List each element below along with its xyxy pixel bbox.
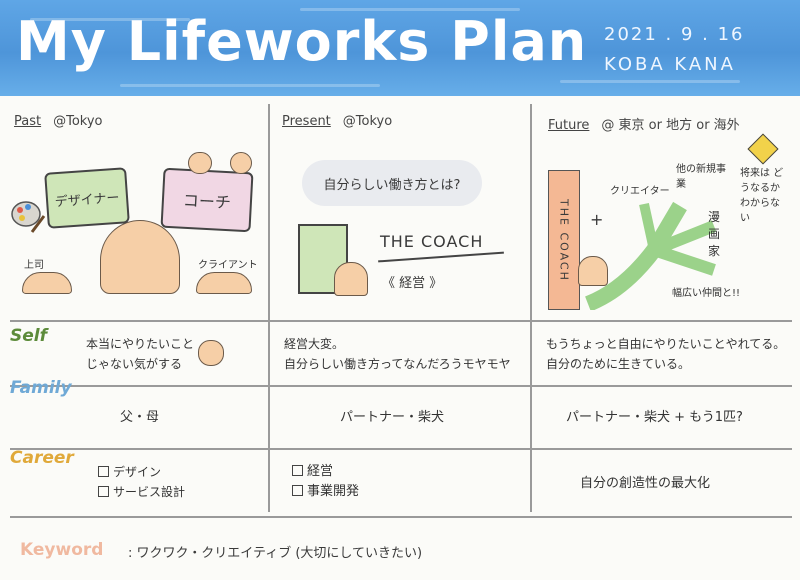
career-present: 経営 事業開発 [292,462,359,502]
column-location: @ 東京 or 地方 or 海外 [601,118,740,133]
row-label-family: Family [10,378,72,398]
character-future [578,256,608,286]
character-small [188,152,212,174]
plus-icon: + [590,210,604,229]
cell-line: じゃない気がする [86,357,183,371]
column-header-future: Future @ 東京 or 地方 or 海外 [548,114,740,133]
column-divider [530,104,532,512]
character-thinking [198,340,224,366]
family-future: パートナー・柴犬 + もう1匹? [566,410,743,425]
cell-line: 自分らしい働き方ってなんだろうモヤモヤ [284,357,511,371]
column-header-past: Past @Tokyo [14,114,103,129]
character-boss [22,272,72,294]
water-streak [120,84,380,87]
self-present: 経営大変。 自分らしい働き方ってなんだろうモヤモヤ [284,334,511,374]
author-name: KOBA KANA [604,54,736,75]
creator-label: クリエイター [610,186,670,197]
role-label: 《 経営 》 [382,276,443,291]
checklist-label: 経営 [307,464,334,479]
checkbox-icon [98,466,109,477]
question-icon [747,133,779,165]
character-present [334,262,368,296]
checkbox-icon [292,465,303,476]
family-past: 父・母 [120,410,160,425]
column-header-present: Present @Tokyo [282,114,392,129]
sign-coach: コーチ [160,167,254,233]
checkbox-icon [98,486,109,497]
palette-icon [11,201,46,233]
column-label: Past [14,114,42,129]
checklist-label: サービス設計 [113,485,186,499]
coach-label: THE COACH [380,232,484,251]
header-banner: My Lifeworks Plan 2021 . 9 . 16 KOBA KAN… [0,0,800,96]
water-streak [30,18,190,21]
row-label-self: Self [10,326,47,346]
cell-line: 経営大変。 [284,337,345,351]
growth-arrows [584,201,717,310]
boss-label: 上司 [24,260,44,271]
checkbox-icon [292,485,303,496]
character-client [196,272,252,294]
client-label: クライアント [198,260,258,271]
building-icon [298,224,348,294]
manga-label: 漫画家 [708,210,721,258]
column-location: @Tokyo [53,114,103,129]
coach-banner: THE COACH [548,170,580,310]
cell-line: 自分のために生きている。 [546,357,691,371]
self-future: もうちょっと自由にやりたいことやれてる。 自分のために生きている。 [546,334,785,374]
arrow-line [378,251,504,262]
cell-line: 本当にやりたいこと [86,337,195,351]
friends-label: 幅広い仲間と!! [672,288,741,299]
plan-date: 2021 . 9 . 16 [604,24,745,45]
checklist-item: サービス設計 [98,482,185,502]
water-streak [300,8,520,11]
character-small [230,152,252,174]
page-title: My Lifeworks Plan [16,10,588,73]
checklist-item: デザイン [98,462,185,482]
career-future: 自分の創造性の最大化 [580,476,711,491]
career-past: デザイン サービス設計 [98,462,185,502]
self-past: 本当にやりたいこと じゃない気がする [86,334,194,374]
column-location: @Tokyo [342,114,393,129]
checklist-label: 事業開発 [307,484,360,499]
thought-bubble: 自分らしい働き方とは? [302,160,482,206]
water-streak [560,80,740,83]
cell-line: もうちょっと自由にやりたいことやれてる。 [546,337,786,351]
row-label-career: Career [10,448,74,468]
row-divider [10,516,792,518]
checklist-label: デザイン [113,465,162,479]
column-label: Future [548,118,590,133]
future-unknown-label: 将来は どうなるか わからない [740,168,784,224]
checklist-item: 経営 [292,462,359,482]
row-divider [10,320,792,322]
column-divider [268,104,270,512]
row-divider [10,448,792,450]
character-main [100,220,180,294]
family-present: パートナー・柴犬 [340,410,445,425]
column-label: Present [282,114,331,129]
new-business-label: 他の新規事業 [676,164,726,190]
checklist-item: 事業開発 [292,482,359,502]
row-divider [10,385,792,387]
sign-designer: デザイナー [44,167,130,229]
keyword-text: : ワクワク・クリエイティブ (大切にしていきたい) [128,546,423,561]
keyword-label: Keyword [20,540,104,560]
